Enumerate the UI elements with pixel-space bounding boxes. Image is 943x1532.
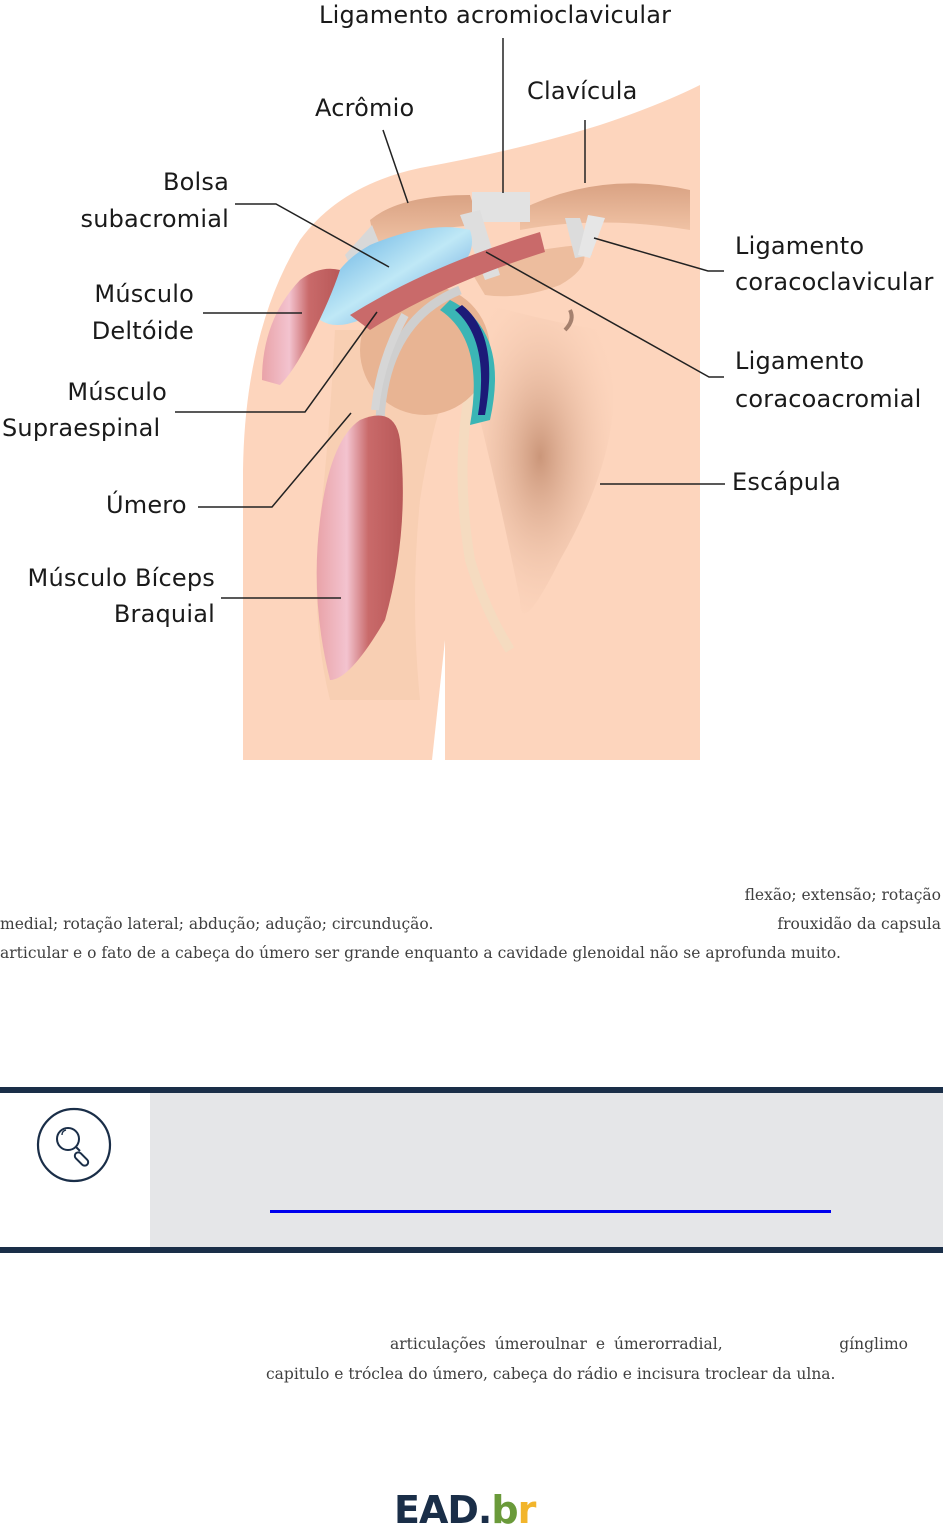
label-supraespinal-line1: Músculo bbox=[67, 378, 167, 406]
label-supraespinal-line2: Supraespinal bbox=[2, 414, 161, 442]
shoulder-anatomy-figure: Ligamento acromioclavicular Acrômio Clav… bbox=[2, 1, 934, 760]
label-deltoide-line2: Deltóide bbox=[91, 317, 194, 345]
paragraph2-line1a: articulações úmeroulnar e úmerorradial, bbox=[390, 1335, 723, 1353]
paragraph1-line3: articular e o fato de a cabeça do úmero … bbox=[0, 944, 841, 962]
label-ligamento-acromioclavicular: Ligamento acromioclavicular bbox=[319, 1, 672, 29]
label-coracoclavicular-line1: Ligamento bbox=[735, 232, 865, 260]
label-umero: Úmero bbox=[106, 491, 187, 519]
magnifier-icon bbox=[36, 1107, 112, 1183]
callout-link-underline[interactable] bbox=[270, 1210, 831, 1213]
callout-content bbox=[150, 1093, 943, 1248]
callout-top-bar bbox=[0, 1087, 943, 1093]
paragraph2-line1b: gínglimo bbox=[839, 1335, 908, 1353]
logo-b-letter: b bbox=[491, 1488, 518, 1532]
paragraph2-line2: capitulo e tróclea do úmero, cabeça do r… bbox=[266, 1365, 836, 1383]
callout-bottom-bar bbox=[0, 1247, 943, 1253]
label-acromio: Acrômio bbox=[315, 94, 415, 122]
label-coracoacromial-line2: coracoacromial bbox=[735, 385, 922, 413]
label-biceps-line1: Músculo Bíceps bbox=[27, 564, 215, 592]
label-coracoclavicular-line2: coracoclavicular bbox=[735, 268, 934, 296]
logo-r-letter: r bbox=[517, 1488, 537, 1532]
logo-ead-text: EAD. bbox=[394, 1488, 492, 1532]
paragraph1-line1: flexão; extensão; rotação bbox=[744, 886, 941, 904]
paragraph1-line2a: medial; rotação lateral; abdução; adução… bbox=[0, 915, 434, 933]
paragraph1-line2b: frouxidão da capsula bbox=[777, 915, 941, 933]
callout-icon-area bbox=[0, 1093, 150, 1248]
label-coracoacromial-line1: Ligamento bbox=[735, 347, 865, 375]
label-bolsa-line2: subacromial bbox=[80, 205, 229, 233]
label-escapula: Escápula bbox=[732, 468, 841, 496]
label-deltoide-line1: Músculo bbox=[94, 280, 194, 308]
label-bolsa-line1: Bolsa bbox=[162, 168, 229, 196]
shoulder-illustration bbox=[175, 38, 725, 760]
label-clavicula: Clavícula bbox=[527, 77, 638, 105]
label-biceps-line2: Braquial bbox=[113, 600, 215, 628]
